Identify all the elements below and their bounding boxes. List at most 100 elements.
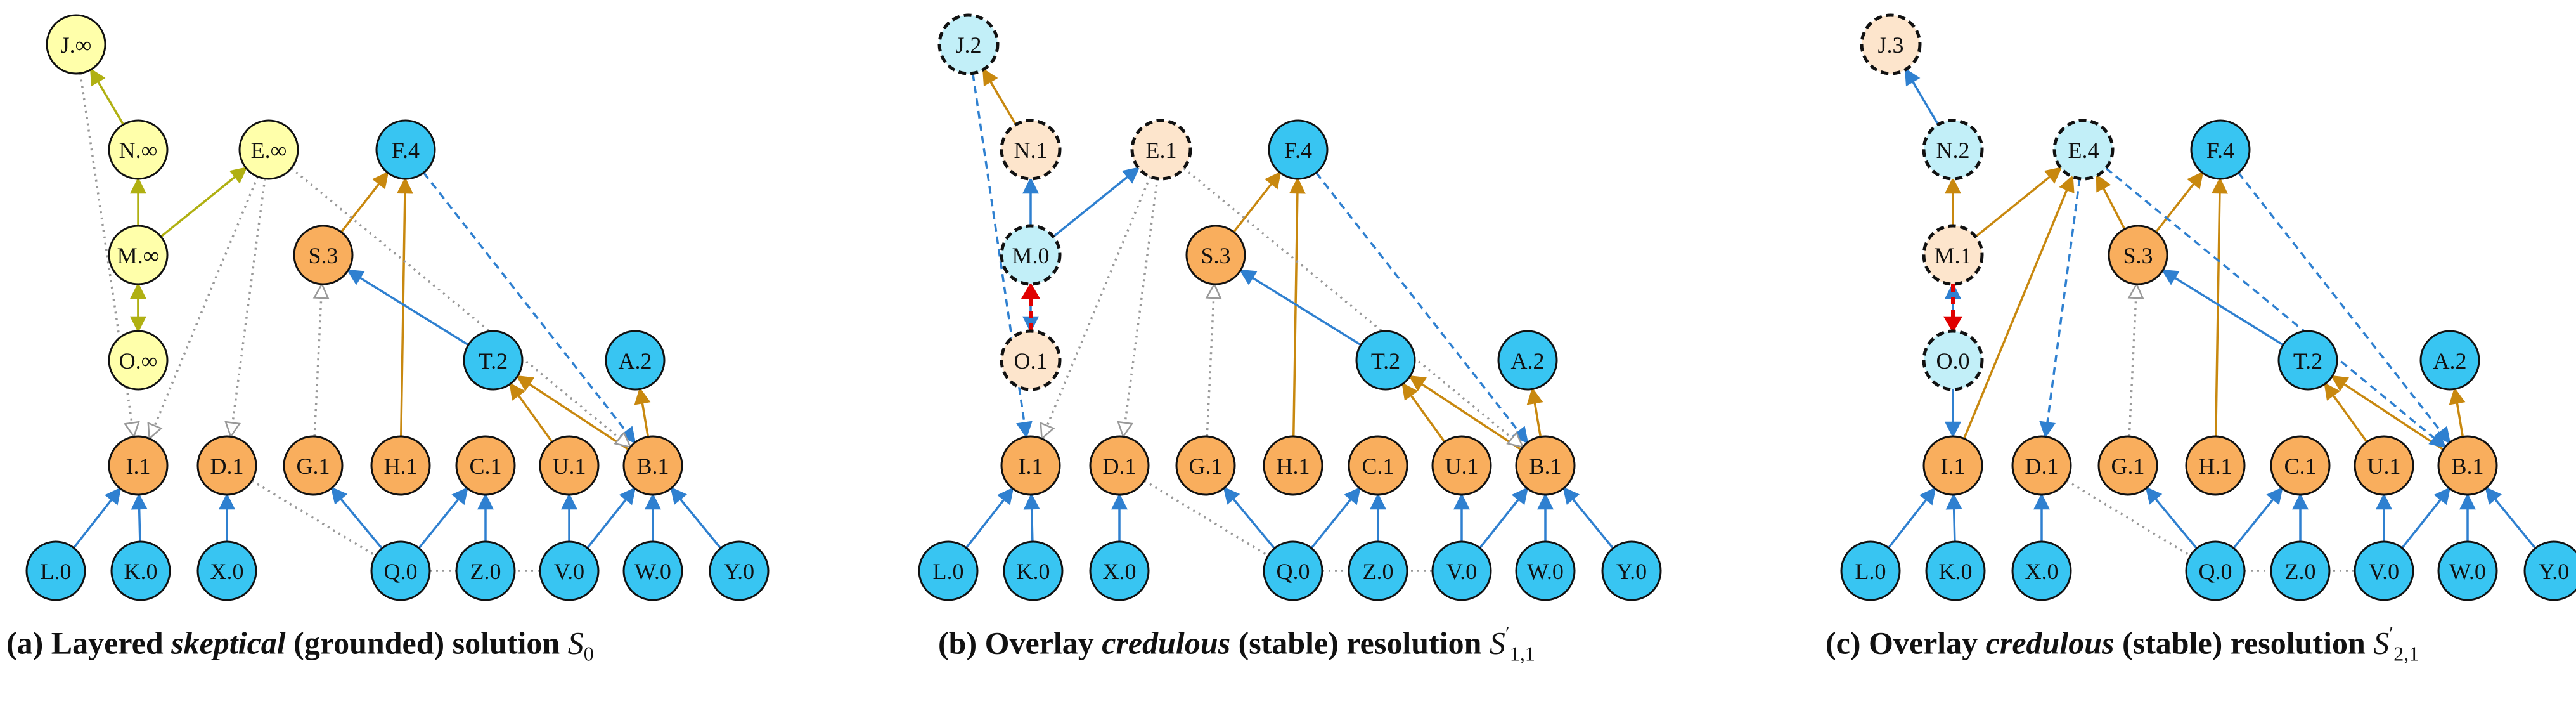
- edge-Z-C: [477, 493, 494, 542]
- edge-H-F: [396, 177, 413, 437]
- node-z: Z.0: [1348, 540, 1408, 601]
- edge-E-D: [224, 178, 266, 439]
- node-o: O.1: [1000, 329, 1062, 391]
- edge-E-I: [1040, 176, 1152, 441]
- edge-Y-B: [1562, 486, 1614, 549]
- edge-K-I: [1023, 493, 1040, 542]
- node-label-o: O.∞: [119, 348, 158, 374]
- node-u: U.1: [1431, 435, 1492, 496]
- node-b: B.1: [622, 435, 683, 496]
- node-label-d: D.1: [1103, 454, 1137, 479]
- edge-V-U: [1453, 493, 1471, 542]
- edge-Z-C: [1369, 493, 1387, 542]
- node-u: U.1: [2354, 435, 2414, 496]
- node-label-y: Y.0: [724, 559, 754, 584]
- edge-E-D: [2039, 178, 2081, 439]
- caption-b: (b) Overlay credulous (stable) resolutio…: [938, 622, 1535, 665]
- edge-U-T: [509, 382, 553, 443]
- node-k: K.0: [1925, 540, 1986, 601]
- edge-S-F: [340, 171, 389, 233]
- node-t: T.2: [463, 330, 524, 391]
- edge-M-N: [1944, 177, 1962, 226]
- node-label-f: F.4: [392, 138, 420, 163]
- node-q: Q.0: [370, 540, 431, 601]
- node-label-b: B.1: [636, 454, 669, 479]
- node-a: A.2: [2419, 330, 2480, 391]
- node-f: F.4: [1268, 119, 1329, 180]
- node-e: E.∞: [238, 119, 299, 180]
- node-label-c: C.1: [2284, 454, 2316, 479]
- edge-E-B: [290, 167, 632, 448]
- edge-X-D: [2033, 493, 2051, 542]
- node-y: Y.0: [709, 540, 770, 601]
- node-h: H.1: [2185, 435, 2246, 496]
- edge-B-T: [2331, 375, 2444, 451]
- node-label-v: V.0: [2369, 559, 2399, 584]
- node-label-j: J.2: [955, 32, 981, 58]
- edge-T-S: [2161, 269, 2284, 346]
- node-label-h: H.1: [384, 454, 418, 479]
- node-q: Q.0: [1263, 540, 1323, 601]
- node-j: J.3: [1860, 13, 1922, 75]
- node-i: I.1: [1922, 435, 1983, 496]
- edge-O-M: [129, 282, 147, 331]
- edge-V-U: [560, 493, 578, 542]
- edge-K-I: [131, 493, 148, 542]
- node-label-q: Q.0: [1277, 559, 1310, 584]
- edge-S-F: [2154, 171, 2204, 233]
- node-label-t: T.2: [2293, 348, 2322, 374]
- node-label-x: X.0: [1103, 559, 1137, 584]
- node-label-q: Q.0: [384, 559, 418, 584]
- node-label-a: A.2: [619, 348, 652, 374]
- node-label-w: W.0: [1527, 559, 1564, 584]
- edge-D-Q: [251, 480, 377, 557]
- node-label-b: B.1: [1529, 454, 1561, 479]
- node-d: D.1: [2011, 435, 2072, 496]
- edge-W-B: [2459, 493, 2476, 542]
- node-label-t: T.2: [1371, 348, 1400, 374]
- edge-M-E: [1974, 167, 2063, 238]
- node-b: B.1: [2437, 435, 2498, 496]
- node-label-g: G.1: [1189, 454, 1223, 479]
- node-label-i: I.1: [1019, 454, 1043, 479]
- node-i: I.1: [108, 435, 169, 496]
- edge-X-D: [1111, 493, 1128, 542]
- node-b: B.1: [1515, 435, 1576, 496]
- node-label-l: L.0: [1855, 559, 1886, 584]
- node-n: N.2: [1922, 119, 1984, 181]
- edge-Q-C: [2232, 486, 2283, 549]
- node-label-i: I.1: [126, 454, 151, 479]
- edge-D-Q: [1143, 480, 1269, 557]
- edge-V-B: [2401, 486, 2451, 549]
- node-u: U.1: [539, 435, 600, 496]
- node-y: Y.0: [2523, 540, 2576, 601]
- node-label-k: K.0: [124, 559, 158, 584]
- node-label-w: W.0: [634, 559, 671, 584]
- edge-F-B: [1315, 172, 1529, 444]
- node-label-h: H.1: [2199, 454, 2232, 479]
- node-l: L.0: [918, 540, 979, 601]
- edge-S-F: [1232, 171, 1282, 233]
- edge-E-I: [147, 176, 259, 441]
- node-label-v: V.0: [554, 559, 584, 584]
- node-w: W.0: [622, 540, 683, 601]
- node-label-g: G.1: [297, 454, 330, 479]
- node-x: X.0: [196, 540, 257, 601]
- edge-V-B: [1479, 486, 1529, 549]
- edge-B-T: [516, 375, 629, 451]
- node-label-m: M.1: [1934, 243, 1971, 268]
- node-n: N.1: [1000, 119, 1062, 181]
- node-label-l: L.0: [933, 559, 964, 584]
- node-label-c: C.1: [469, 454, 501, 479]
- node-label-u: U.1: [553, 454, 586, 479]
- node-label-n: N.∞: [119, 138, 158, 163]
- edge-L-I: [1887, 487, 1936, 549]
- edge-U-T: [2324, 382, 2368, 443]
- node-m: M.0: [1000, 224, 1062, 286]
- edge-N-J: [982, 68, 1017, 126]
- node-label-l: L.0: [41, 559, 72, 584]
- edge-I-E: [1962, 174, 2075, 440]
- node-s: S.3: [293, 225, 354, 285]
- node-label-q: Q.0: [2199, 559, 2232, 584]
